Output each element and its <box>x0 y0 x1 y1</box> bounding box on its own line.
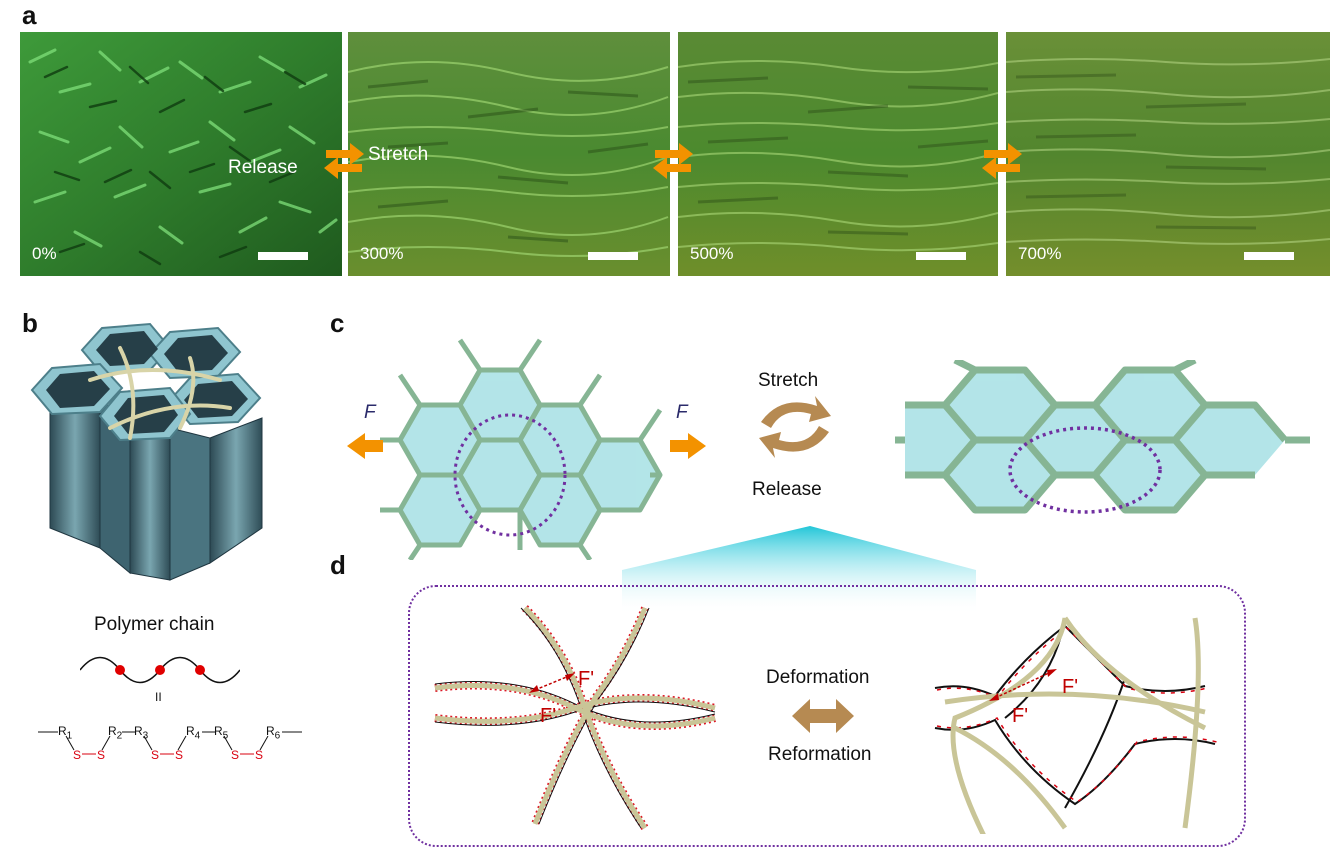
honeycomb-3d-illustration <box>30 322 263 581</box>
stretch-release-arrows-icon <box>324 143 364 179</box>
chain-network-relaxed <box>434 605 716 831</box>
zoom-beam <box>622 526 976 614</box>
stretch-release-arrows-icon <box>653 143 693 179</box>
micrograph-300: 300% <box>348 32 670 276</box>
panel-letter-a: a <box>22 0 37 30</box>
r6: R6 <box>266 724 281 742</box>
strain-label-700: 700% <box>1018 244 1062 263</box>
sulfur: S <box>231 748 240 762</box>
zoom-box <box>408 585 1246 847</box>
sulfur: S <box>255 748 264 762</box>
scale-bar <box>258 252 308 260</box>
polymer-chain-diagram <box>80 656 240 684</box>
reformation-label: Reformation <box>768 744 872 765</box>
stretch-label: Stretch <box>368 144 429 165</box>
cycle-arrows-icon <box>759 396 831 458</box>
r4: R4 <box>186 724 201 742</box>
polymer-chain-label: Polymer chain <box>94 614 215 635</box>
panel-letter-d: d <box>330 550 346 580</box>
r3: R3 <box>134 724 149 742</box>
panel-letter-b: b <box>22 308 38 338</box>
honeycomb-network-stretched <box>895 360 1310 514</box>
r5: R5 <box>214 724 229 742</box>
scale-bar <box>1244 252 1294 260</box>
r2: R2 <box>108 724 123 742</box>
strain-label-0: 0% <box>32 244 57 263</box>
micrograph-0: 0% <box>20 32 342 276</box>
panel-letter-c: c <box>330 308 345 338</box>
sulfur: S <box>97 748 106 762</box>
release-label-c: Release <box>752 479 822 500</box>
strain-label-500: 500% <box>690 244 734 263</box>
disulfide-structure: R1 R2 R3 R4 R5 R6 S S S S S S <box>36 722 306 772</box>
sulfur: S <box>175 748 184 762</box>
deformation-label: Deformation <box>766 667 870 688</box>
f-prime-label-3: F' <box>1012 705 1029 727</box>
f-prime-label-4: F' <box>1062 676 1079 698</box>
stretch-label-c: Stretch <box>758 370 819 391</box>
sulfur: S <box>73 748 82 762</box>
strain-label-300: 300% <box>360 244 404 263</box>
force-label-right: F <box>676 402 688 423</box>
left-force-arrow-icon <box>347 433 383 459</box>
honeycomb-network-relaxed <box>380 338 663 560</box>
micrograph-700: 700% <box>1006 32 1330 276</box>
micrograph-500: 500% <box>678 32 998 276</box>
f-prime-label-2: F' <box>578 668 595 690</box>
double-arrow-icon <box>792 699 854 733</box>
scale-bar <box>916 252 966 260</box>
scale-bar <box>588 252 638 260</box>
force-label-left: F <box>364 402 376 423</box>
chain-network-stretched <box>934 616 1218 834</box>
sulfur: S <box>151 748 160 762</box>
right-force-arrow-icon <box>670 433 706 459</box>
r1: R1 <box>58 724 73 742</box>
equivalence-mark: II <box>155 690 162 704</box>
f-prime-label-1: F' <box>540 705 557 727</box>
release-label: Release <box>228 157 298 178</box>
stretch-release-arrows-icon <box>982 143 1022 179</box>
